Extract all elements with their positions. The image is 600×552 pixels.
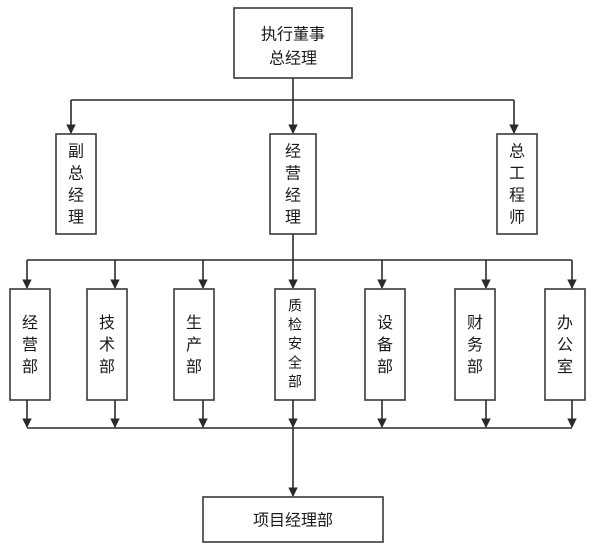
dept-box-office [544, 288, 586, 401]
label-char: 总 [509, 142, 525, 161]
label-char: 备 [377, 335, 393, 354]
label-char: 安 [288, 337, 302, 353]
label-char: 部 [186, 357, 202, 376]
label-char: 总 [68, 164, 84, 183]
dept-label-production: 生产部 [186, 313, 202, 376]
dept-box-qa-safety [274, 288, 316, 401]
dept-box-equipment [364, 288, 406, 401]
label-char: 经 [285, 142, 301, 161]
label-char: 师 [509, 208, 525, 227]
label-char: 理 [68, 208, 84, 227]
label-char: 技 [99, 313, 115, 332]
vice-gm-box [55, 133, 97, 235]
label-char: 部 [467, 357, 483, 376]
label-char: 室 [557, 357, 573, 376]
label-char: 设 [377, 313, 393, 332]
label-char: 公 [557, 335, 573, 354]
chief-engineer-box [496, 133, 538, 235]
ceo-title-line2: 总经理 [269, 49, 317, 68]
label-char: 检 [288, 318, 302, 334]
label-char: 质 [288, 299, 302, 315]
label-char: 副 [68, 142, 84, 161]
dept-box-production [173, 288, 215, 401]
ceo-title-line1: 执行董事 [261, 25, 325, 44]
label-char: 营 [22, 335, 38, 354]
label-char: 生 [186, 313, 202, 332]
label-char: 工 [509, 164, 525, 183]
label-char: 程 [509, 186, 525, 205]
project-dept-box [202, 496, 384, 543]
label-char: 产 [186, 335, 202, 354]
dept-label-finance: 财务部 [467, 313, 483, 376]
dept-arrows [22, 260, 577, 289]
label-char: 术 [99, 335, 115, 354]
label-char: 部 [288, 375, 302, 391]
dept-label-tech: 技术部 [99, 313, 115, 376]
label-char: 务 [467, 335, 483, 354]
label-char: 部 [99, 357, 115, 376]
dept-label-office: 办公室 [557, 313, 573, 376]
dept-box-tech [86, 288, 128, 401]
dept-box-finance [454, 288, 496, 401]
dept-down-connectors [22, 400, 577, 428]
label-char: 全 [288, 355, 302, 372]
dept-label-equipment: 设备部 [377, 313, 393, 376]
label-char: 部 [22, 357, 38, 376]
project-dept-label: 项目经理部 [253, 511, 333, 530]
label-char: 财 [467, 313, 483, 332]
label-char: 经 [285, 186, 301, 205]
label-char: 部 [377, 357, 393, 376]
label-char: 办 [557, 313, 573, 332]
label-char: 经 [22, 313, 38, 332]
dept-label-business: 经营部 [22, 313, 38, 376]
label-char: 经 [68, 186, 84, 205]
ceo-box [233, 7, 353, 79]
label-char: 营 [285, 164, 301, 183]
label-char: 理 [285, 208, 301, 227]
dept-box-business [9, 288, 51, 401]
